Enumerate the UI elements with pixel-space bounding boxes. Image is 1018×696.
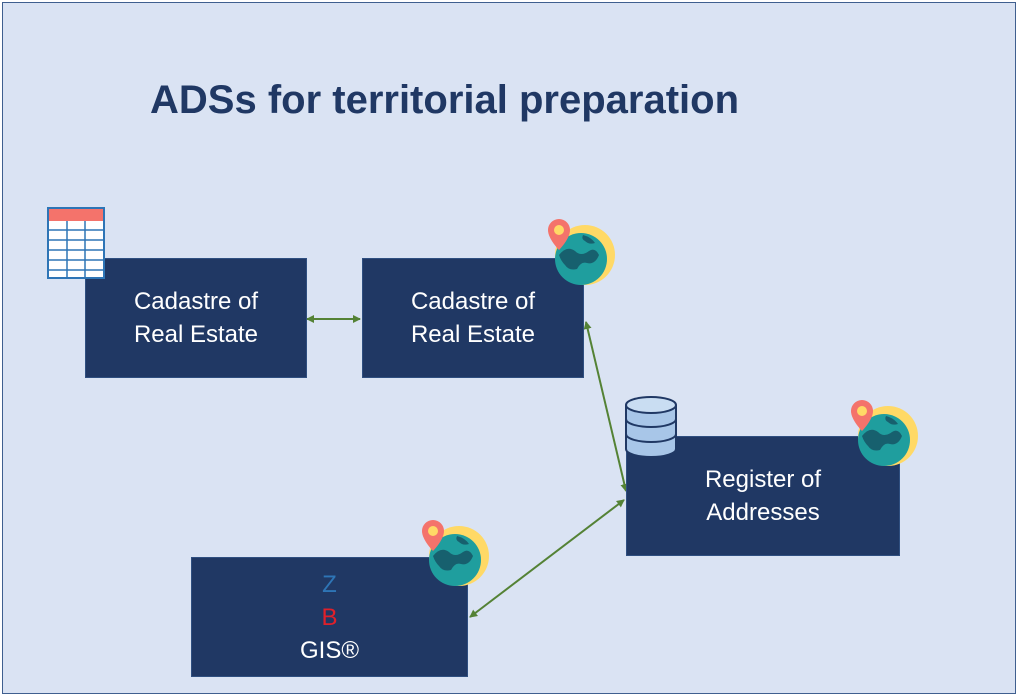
- box-line: Addresses: [706, 499, 820, 526]
- arrow-cadastre-register: [583, 321, 629, 492]
- arrow-register-zbgis: [469, 499, 625, 618]
- box-line: Real Estate: [410, 321, 536, 348]
- zbgis-name: GIS®: [299, 636, 360, 664]
- box-line: Cadastre of: [410, 288, 536, 315]
- register-addresses-box[interactable]: Register of Addresses: [626, 436, 900, 556]
- cadastre-table-box[interactable]: Cadastre of Real Estate: [85, 258, 307, 378]
- globe-location-icon: [548, 219, 615, 285]
- page-title: ADSs for territorial preparation: [150, 78, 740, 122]
- zbgis-b: B: [321, 603, 338, 631]
- box-line: Register of: [704, 466, 822, 493]
- globe-location-icon: [422, 520, 489, 586]
- cadastre-map-box[interactable]: Cadastre of Real Estate: [362, 258, 584, 378]
- globe-location-icon: [851, 400, 918, 466]
- box-line: Cadastre of: [133, 288, 259, 315]
- box-line: Real Estate: [133, 321, 259, 348]
- zbgis-z: Z: [322, 570, 337, 598]
- table-icon: [47, 207, 105, 279]
- database-icon: [625, 396, 677, 458]
